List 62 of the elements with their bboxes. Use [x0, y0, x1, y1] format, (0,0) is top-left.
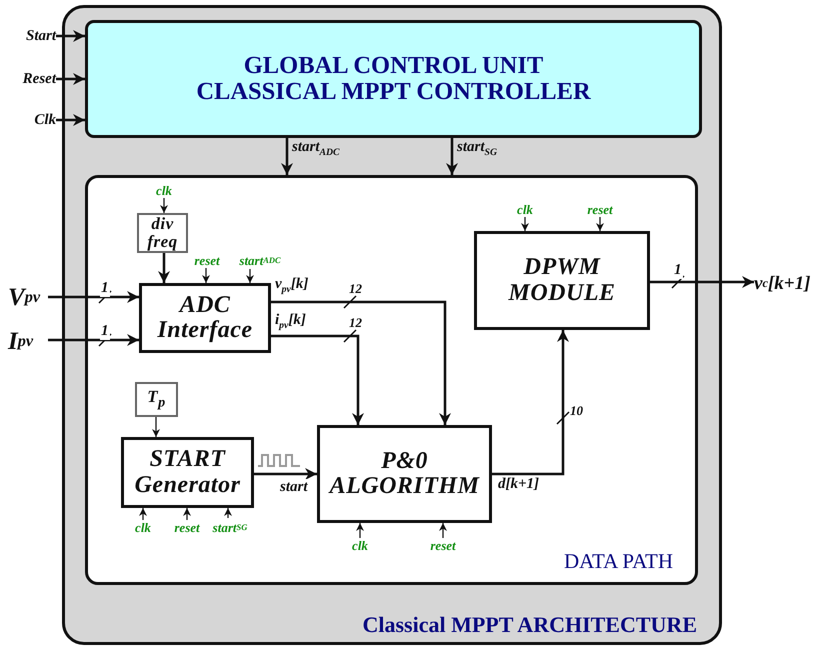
arrow: [48, 334, 139, 346]
arrow: [139, 508, 147, 520]
block-label: START Generator: [134, 447, 242, 498]
signal-label: reset: [423, 538, 463, 553]
arrow: [446, 138, 458, 175]
function-block: [121, 437, 254, 508]
data-path-panel: [85, 175, 698, 585]
signal-label: clk: [512, 202, 538, 217]
arrow: [246, 269, 254, 283]
signal-label: reset: [187, 253, 227, 268]
arrow: [56, 30, 85, 42]
arrow: [224, 508, 232, 518]
signal-label: clk: [151, 183, 177, 198]
block-label: P&0 ALGORITHM: [328, 448, 480, 500]
panel-title: Classical MPPT ARCHITECTURE: [362, 612, 697, 638]
arrow: [160, 198, 168, 213]
edge-label: d[k+1]: [497, 476, 540, 492]
arrow: [152, 417, 160, 437]
signal-label: Start: [14, 28, 56, 45]
arrow: [271, 300, 451, 425]
block-label: ADC Interface: [156, 292, 254, 344]
function-block: [317, 425, 492, 523]
edge-label: 1: [673, 262, 682, 278]
block-title: GLOBAL CONTROL UNIT CLASSICAL MPPT CONTROLLER: [195, 53, 592, 105]
arrow: [158, 253, 170, 283]
architecture-panel: [62, 5, 722, 645]
function-block: [135, 382, 178, 417]
signal-label: clk: [347, 538, 373, 553]
edge-label: 1: [100, 323, 110, 340]
arrow: [281, 138, 293, 175]
arrow: [48, 291, 139, 303]
signal-label: Reset: [14, 71, 56, 88]
arrow: [202, 268, 210, 283]
block-label: div freq: [146, 215, 179, 251]
bus-width: 10: [570, 404, 583, 417]
function-block: [474, 231, 650, 330]
arrow: [439, 523, 447, 538]
signal-label: reset: [580, 202, 620, 217]
arrow: [650, 276, 754, 288]
edge-label: i$_{pv}$[k]: [274, 312, 307, 332]
bus-width: 12: [349, 282, 362, 295]
function-block: [137, 213, 188, 253]
edge-label: v$_{pv}$[k]: [274, 276, 310, 296]
block-label: DPWM MODULE: [507, 255, 616, 306]
signal-label: Clk: [24, 112, 56, 129]
signal-label: reset: [167, 520, 207, 535]
function-block: [139, 283, 271, 353]
arrow: [254, 468, 317, 480]
arrow: [356, 523, 364, 538]
arrow: [56, 73, 85, 85]
edge-label: 1: [100, 280, 110, 296]
arrow: [521, 217, 529, 231]
arrow: [596, 217, 604, 231]
panel-title: DATA PATH: [564, 549, 673, 574]
arrow: [56, 114, 85, 126]
block-label: T$_{p}$: [147, 388, 166, 411]
bus-width: 12: [349, 316, 362, 329]
arrow: [271, 334, 364, 425]
control-unit-block: [85, 20, 702, 138]
arrow: [492, 330, 569, 476]
signal-label: clk: [130, 520, 156, 535]
arrow: [183, 508, 191, 520]
